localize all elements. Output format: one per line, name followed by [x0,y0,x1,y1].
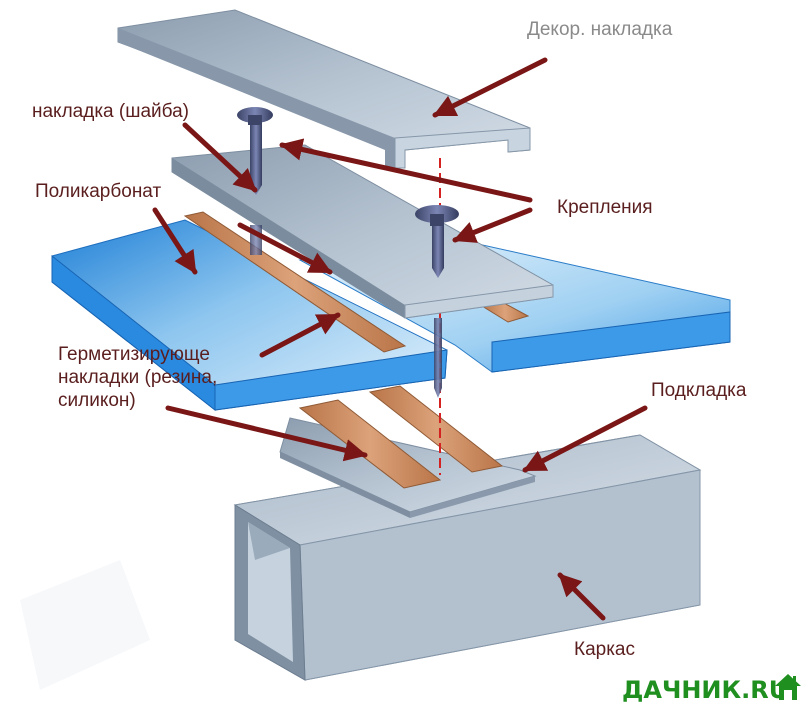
house-icon [775,674,801,700]
washer-plate [171,144,554,319]
arrow-sealing-2 [259,312,341,358]
arrow-frame [557,572,606,621]
site-watermark: ДАЧНИК.RU [622,676,789,704]
label-underlay: Подкладка [651,380,747,401]
label-washer-overlay: накладка (шайба) [32,101,189,122]
polycarbonate-sheet-left [51,219,448,412]
label-fasteners: Крепления [557,197,653,218]
arrow-fastener-1 [279,138,533,203]
arrow-polycarbonate [152,207,198,275]
lower-sealing-strips [298,385,504,489]
arrow-fastener-2 [452,207,533,243]
label-polycarbonate: Поликарбонат [35,181,162,202]
label-decor-overlay: Декор. накладка [527,19,673,40]
arrow-decor-overlay [432,57,548,118]
ghost-shadow [20,560,150,690]
screw-right [415,205,459,398]
arrow-washer-overlay [182,122,258,193]
arrow-sealing-1 [237,222,333,275]
label-arrows [152,57,648,621]
decor-overlay [117,9,531,169]
arrow-underlay [522,405,648,473]
arrow-sealing-3 [165,405,368,462]
label-sealing-overlays: Герметизирующе накладки (резина, силикон… [58,344,218,411]
label-frame: Каркас [574,639,635,660]
